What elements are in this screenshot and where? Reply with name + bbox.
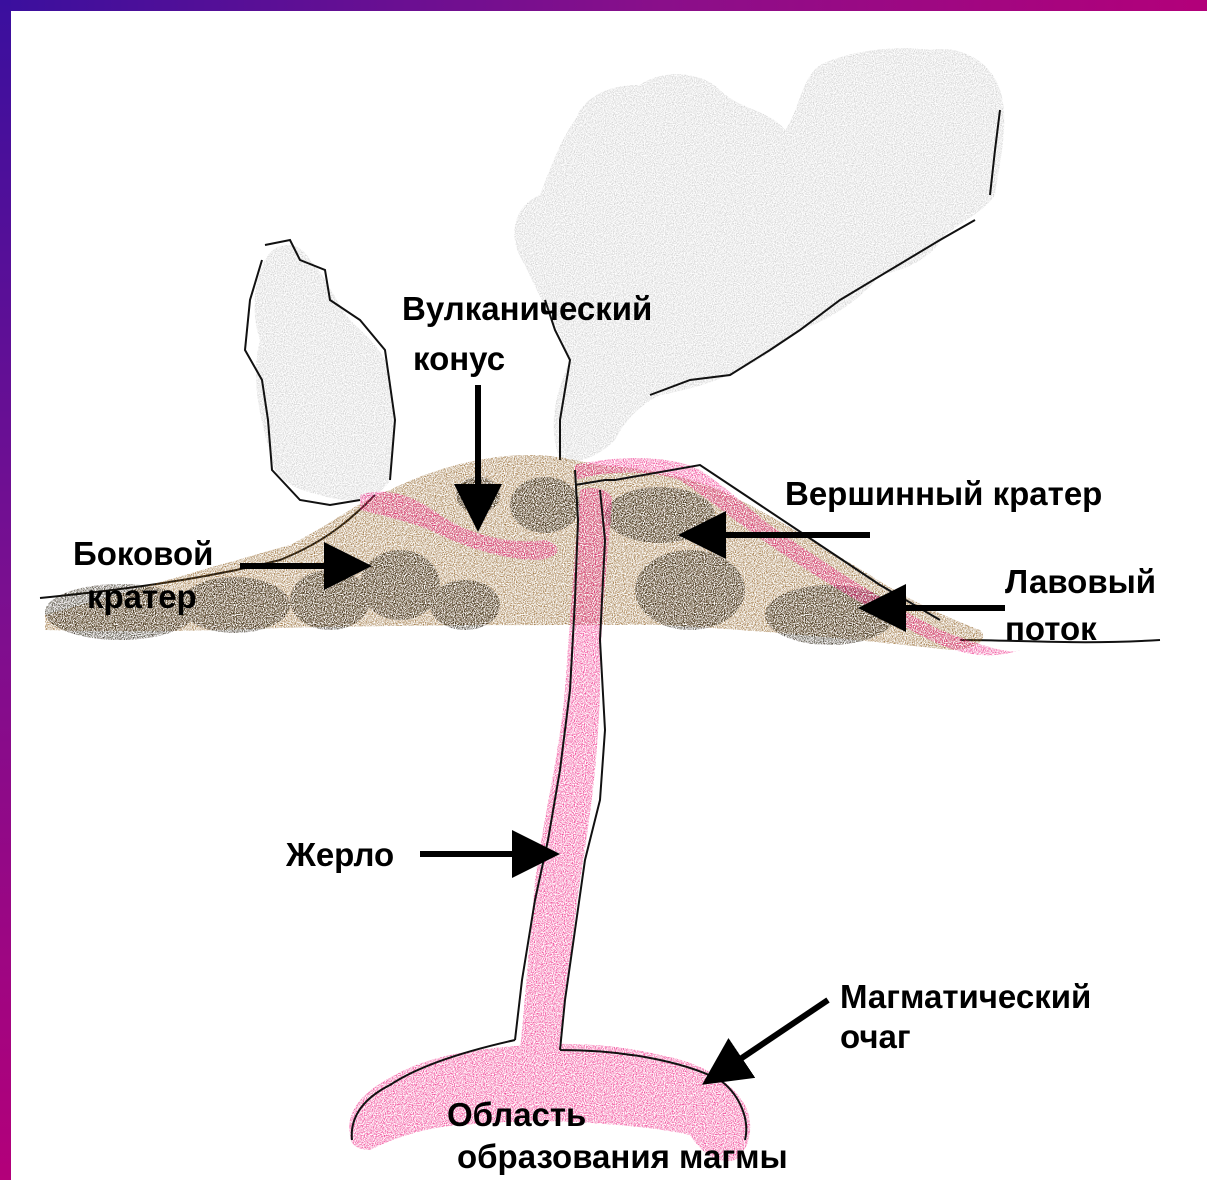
- label-lava-flow-line2: поток: [1005, 610, 1097, 648]
- label-lava-flow-line1: Лавовый: [1005, 563, 1156, 601]
- label-magma-chamber-line2: очаг: [840, 1018, 911, 1056]
- label-side-crater-line1: Боковой: [73, 535, 213, 573]
- label-summit-crater: Вершинный кратер: [785, 475, 1102, 513]
- smoke-cloud-small: [255, 245, 394, 500]
- label-vent: Жерло: [286, 836, 394, 874]
- smoke-cloud-large: [514, 48, 1004, 461]
- label-magma-chamber-line1: Магматический: [840, 978, 1091, 1016]
- label-magma-zone-line2: образования магмы: [457, 1138, 788, 1176]
- arrow-magma-chamber: [712, 1000, 828, 1078]
- label-side-crater-line2: кратер: [87, 578, 197, 616]
- label-volcanic-cone-line2: конус: [413, 340, 505, 378]
- label-magma-zone-line1: Область: [447, 1096, 586, 1134]
- label-volcanic-cone-line1: Вулканический: [402, 290, 652, 328]
